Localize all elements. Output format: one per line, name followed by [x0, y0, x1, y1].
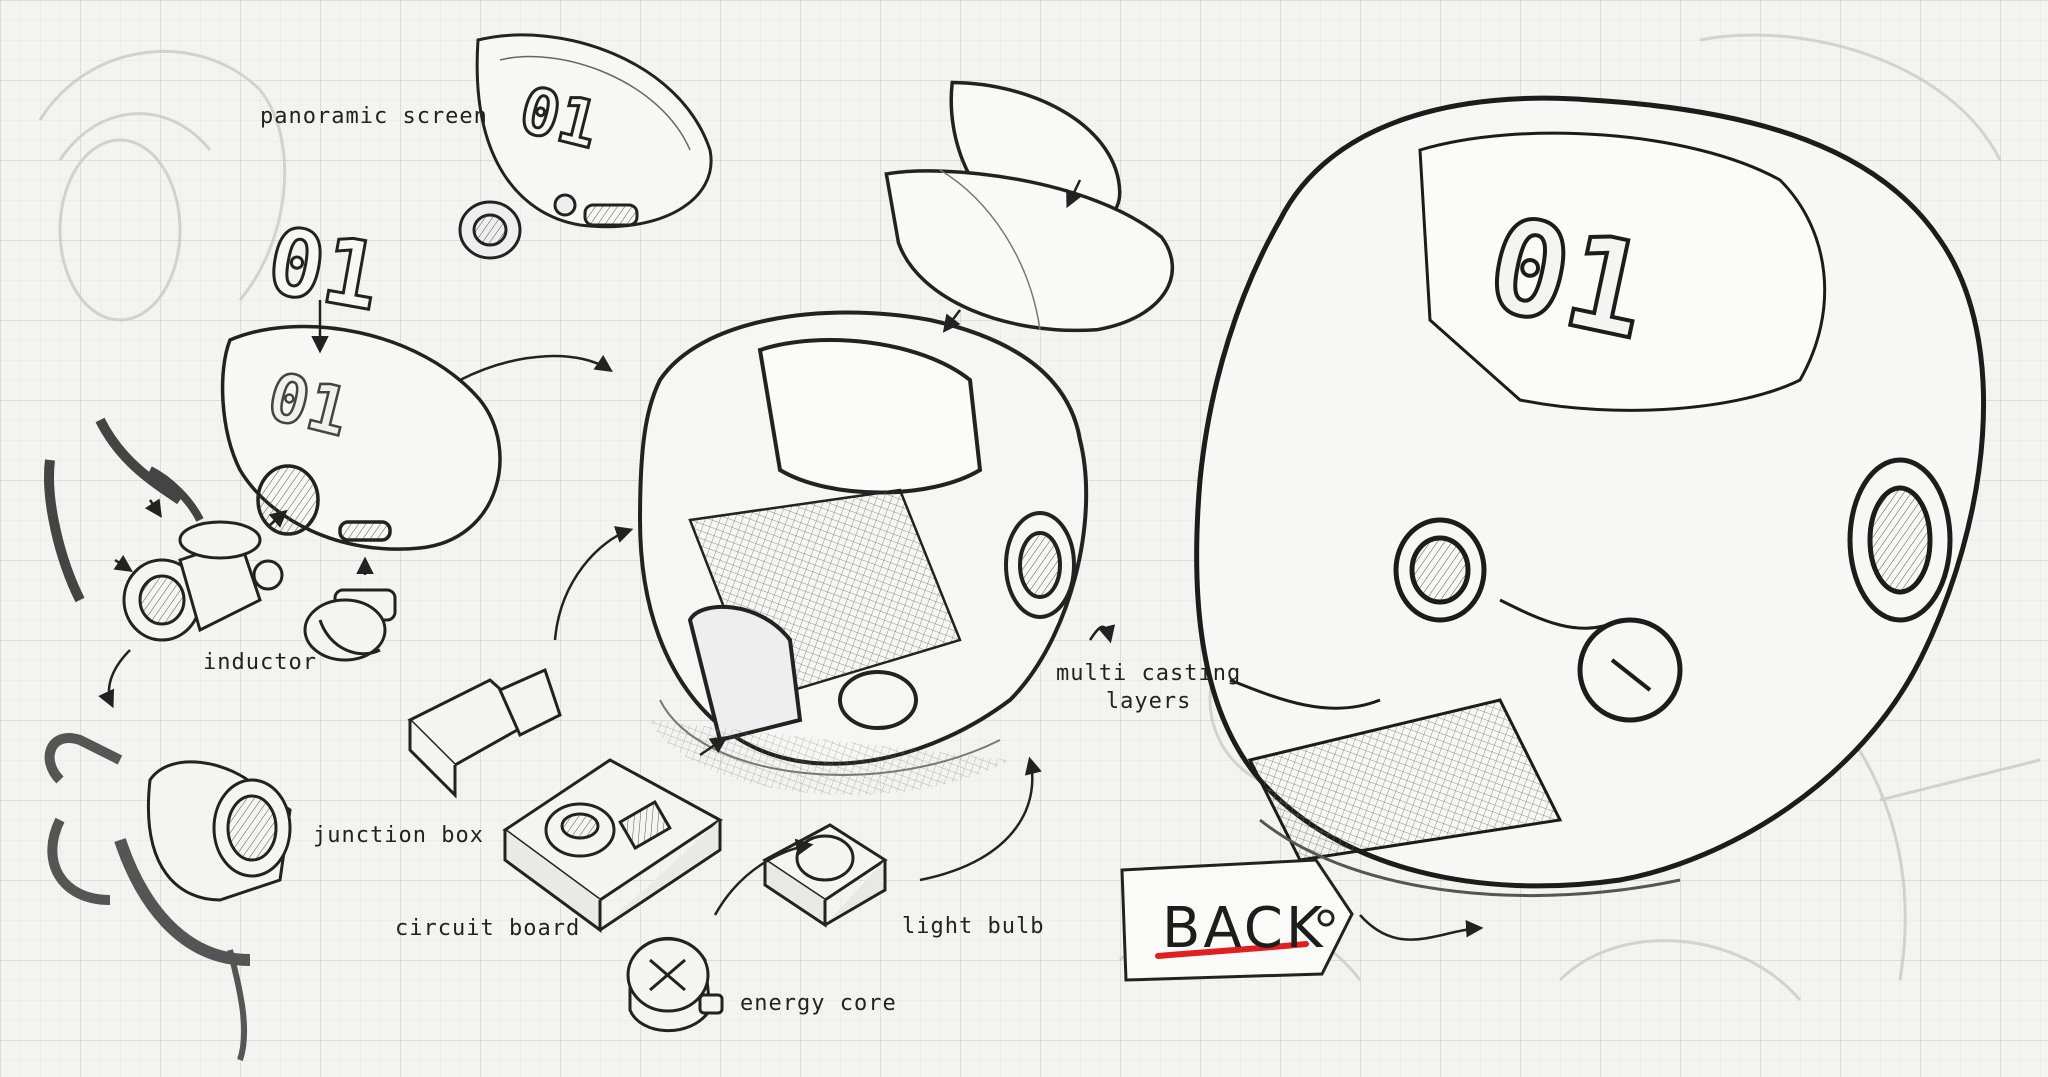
circuit-board-part	[407, 667, 723, 933]
label-multi-casting-line1: multi casting	[1056, 661, 1242, 686]
label-multi-casting-line2: layers	[1105, 689, 1192, 714]
back-underline	[1155, 941, 1309, 959]
screen-digits-main: 01	[1476, 188, 1661, 369]
back-button-label: BACK	[1162, 896, 1326, 961]
label-energy-core: energy core	[740, 991, 897, 1016]
back-button[interactable]: BACK	[1116, 856, 1356, 984]
label-multi-casting-layers: multi casting layers	[1056, 660, 1241, 716]
junction-box-part	[44, 733, 292, 1061]
assembled-unit: 01	[1194, 95, 1986, 898]
loose-digits: 01	[258, 206, 389, 334]
central-casing	[637, 310, 1089, 795]
annotation-arrows	[98, 179, 1484, 941]
screen-shell-part: 01	[220, 324, 502, 551]
label-circuit-board: circuit board	[395, 916, 581, 941]
outer-shell-halves	[884, 80, 1174, 333]
screen-digits-top: 01	[512, 73, 605, 163]
label-light-bulb: light bulb	[902, 914, 1045, 939]
coupling-part	[303, 588, 397, 662]
inductor-part	[44, 417, 284, 642]
loose-digits-text: 01	[260, 207, 388, 332]
energy-core-part	[626, 936, 724, 1033]
label-panoramic-screen: panoramic screen	[260, 104, 488, 129]
tag-shape	[1120, 858, 1354, 982]
screen-digits-shell: 01	[260, 358, 356, 452]
panoramic-screen-part: 01	[458, 33, 713, 260]
label-inductor: inductor	[203, 650, 317, 675]
label-junction-box: junction box	[313, 823, 484, 848]
light-bulb-part	[762, 823, 888, 928]
